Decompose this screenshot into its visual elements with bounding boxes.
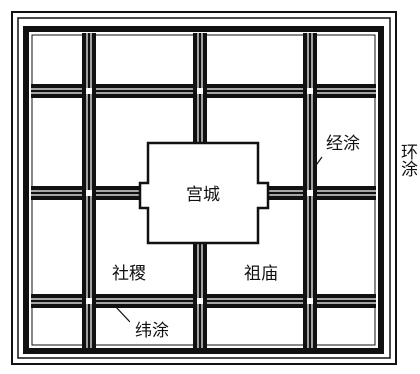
intersection <box>86 298 92 304</box>
outer-wall <box>11 11 397 365</box>
huan-tu-label: 环涂 <box>397 143 418 177</box>
intersection <box>197 88 203 94</box>
ring-road <box>23 26 384 354</box>
intersection <box>307 88 313 94</box>
zu-miao-label: 祖庙 <box>244 264 278 284</box>
jing-tu-label-bg <box>322 132 364 154</box>
wei-tu-leader <box>114 305 131 323</box>
palace-city <box>138 141 270 245</box>
intersection <box>307 298 313 304</box>
intersection <box>307 190 313 196</box>
jing-tu-leader <box>313 156 323 169</box>
intersections <box>86 88 313 304</box>
wei-tu-label-bg <box>130 318 174 342</box>
intersection <box>197 298 203 304</box>
jing-tu-road-2-bottom <box>193 243 207 348</box>
intersection <box>86 190 92 196</box>
jing-tu-label: 经涂 <box>326 134 360 154</box>
she-ji-label: 社稷 <box>112 264 146 284</box>
intersection <box>86 88 92 94</box>
palace-label: 宫城 <box>186 185 220 205</box>
inner-wall <box>17 17 391 359</box>
wei-tu-label: 纬涂 <box>135 321 169 341</box>
